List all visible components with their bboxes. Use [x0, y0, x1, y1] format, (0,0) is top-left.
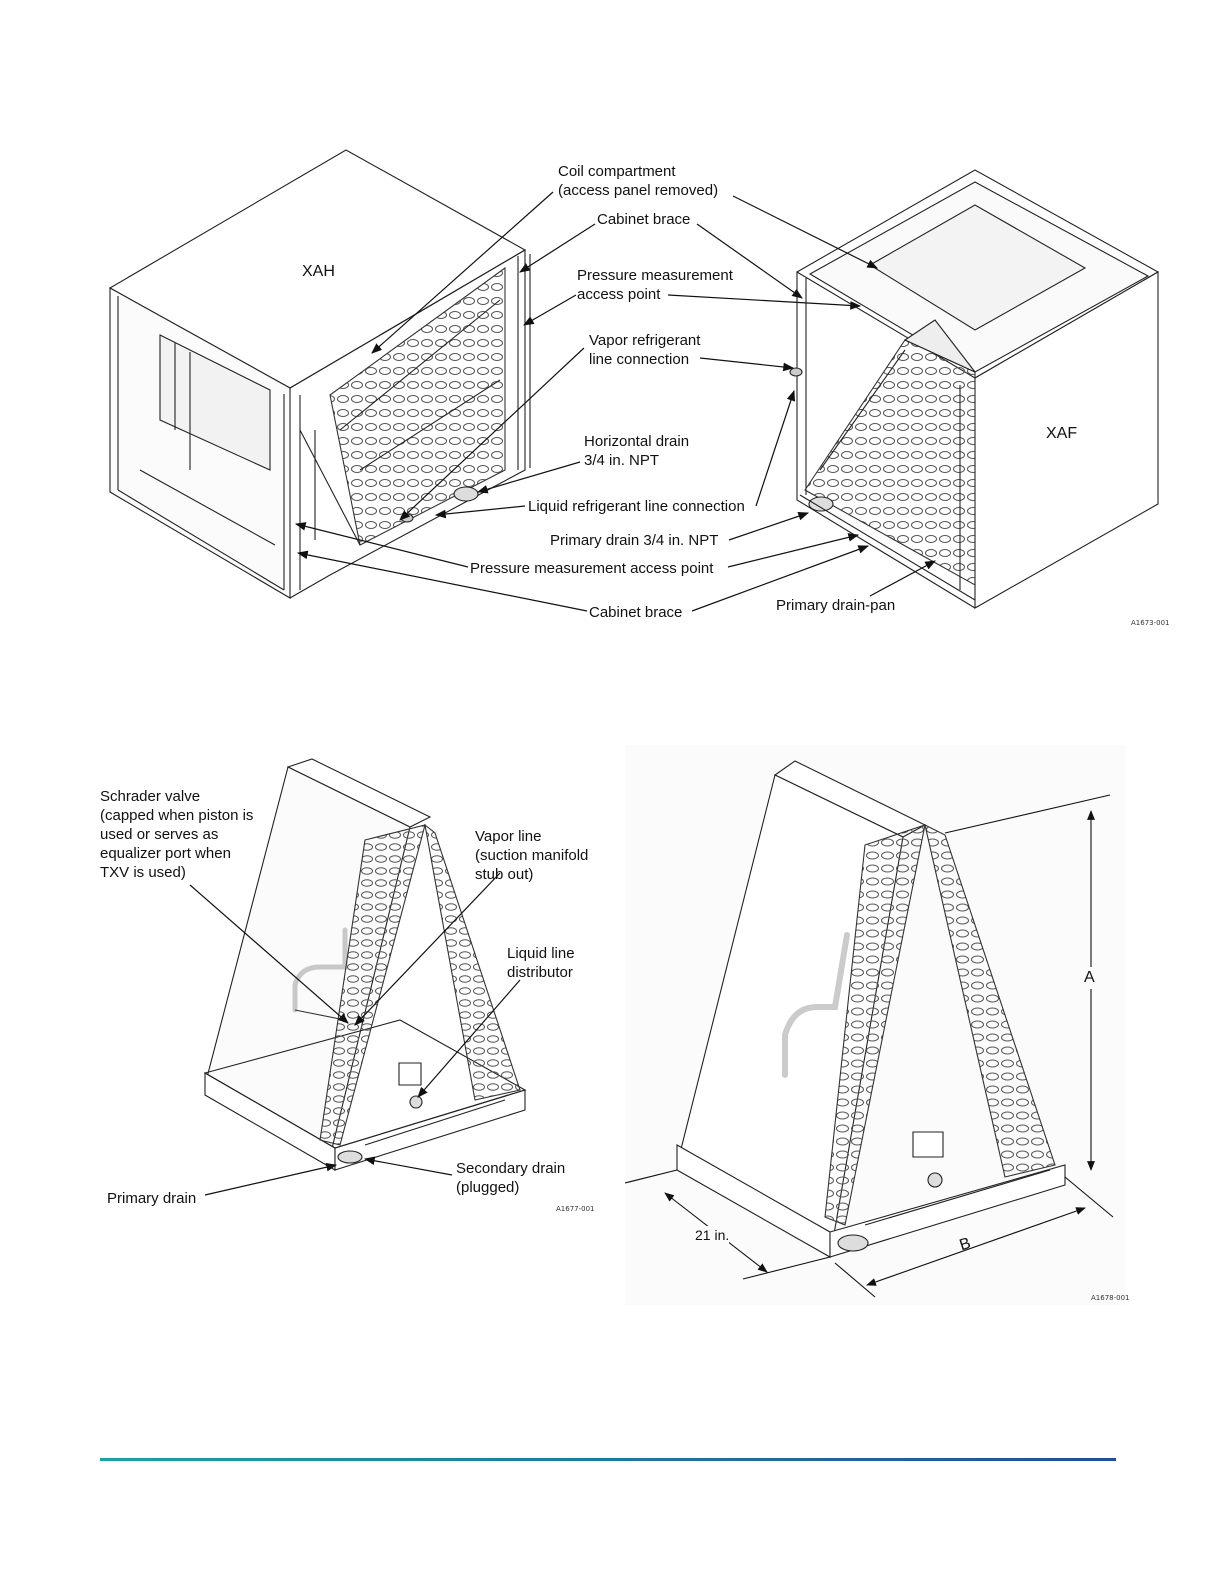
callout-primary-drain-coil: Primary drain [107, 1190, 197, 1207]
xah-unit-label: XAH [302, 263, 335, 280]
callout-secondary-drain: Secondary drain (plugged) [456, 1160, 566, 1196]
callout-cabinet-brace-bottom: Cabinet brace [589, 604, 683, 621]
xaf-cabinet [790, 170, 1158, 608]
callout-liquid-distributor: Liquid line distributor [507, 945, 575, 981]
callout-schrader-valve: Schrader valve (capped when piston is us… [100, 788, 254, 881]
figure1-leaders [294, 192, 936, 611]
xaf-unit-label: XAF [1046, 425, 1078, 442]
callout-coil-compartment: Coil compartment (access panel removed) [558, 163, 719, 199]
callout-horizontal-drain: Horizontal drain 3/4 in. NPT [584, 433, 690, 469]
figure-coil-dimensions [625, 745, 1125, 1305]
callout-vapor-line: Vapor line (suction manifold stub out) [475, 828, 589, 883]
dimension-a-label: A [1084, 967, 1095, 989]
figure1-code: A1673-001 [1131, 619, 1170, 627]
a-coil-drawing [205, 759, 525, 1170]
callout-primary-drain: Primary drain 3/4 in. NPT [550, 532, 719, 549]
footer-divider [100, 1458, 1116, 1461]
callout-cabinet-brace-top: Cabinet brace [597, 211, 691, 228]
callout-liquid-connection: Liquid refrigerant line connection [528, 498, 745, 515]
callout-pressure-access-bottom: Pressure measurement access point [470, 560, 714, 577]
callout-vapor-connection: Vapor refrigerant line connection [589, 332, 701, 368]
xah-cabinet [110, 150, 530, 598]
figure2-leaders [190, 873, 520, 1195]
figure-cabinets [0, 0, 1224, 640]
figure3-code: A1678-001 [1091, 1294, 1130, 1302]
dimension-depth-label: 21 in. [695, 1226, 730, 1245]
figure-coil-callouts [80, 745, 620, 1225]
figure2-code: A1677-001 [556, 1205, 595, 1213]
callout-primary-drain-pan: Primary drain-pan [776, 597, 896, 614]
callout-pressure-access-top: Pressure measurement access point [577, 267, 733, 303]
